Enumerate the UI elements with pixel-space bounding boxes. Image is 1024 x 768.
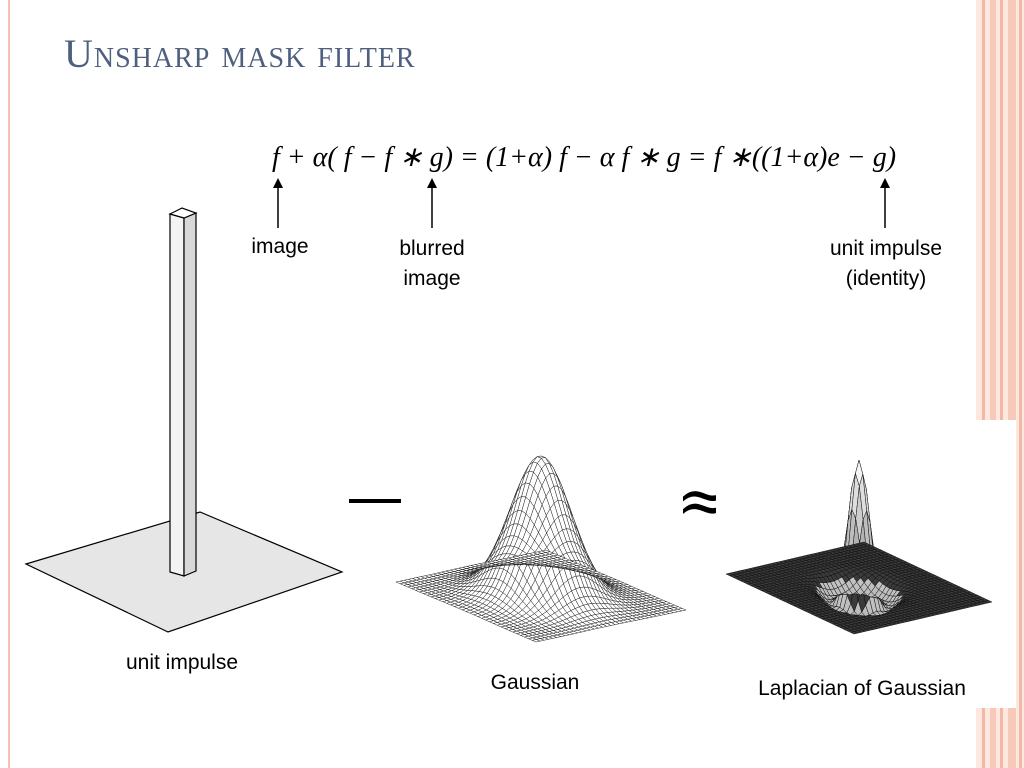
blurred-label-line1: blurred — [399, 237, 465, 260]
unit-impulse-graphic — [24, 207, 344, 633]
impulse-bar-top — [168, 207, 198, 219]
gaussian-surface — [395, 455, 687, 643]
image-label: image — [240, 232, 320, 262]
identity-label: unit impulse (identity) — [806, 234, 966, 294]
blurred-label-line2: image — [403, 267, 461, 290]
log-caption: Laplacian of Gaussian — [758, 677, 966, 700]
blurred-arrow — [427, 178, 437, 228]
gaussian-caption: Gaussian — [490, 671, 580, 694]
image-label-text: image — [251, 235, 309, 258]
left-border-rule — [8, 0, 10, 768]
surface-cell — [540, 549, 551, 553]
impulse-bar-left-face — [169, 213, 185, 577]
identity-label-line2: (identity) — [845, 267, 927, 290]
image-arrow — [273, 178, 283, 228]
blurred-image-label: blurred image — [382, 234, 482, 294]
identity-label-line1: unit impulse — [829, 237, 943, 260]
minus-operator — [349, 499, 401, 503]
impulse-caption: unit impulse — [125, 651, 239, 674]
impulse-bar-right-face — [183, 212, 197, 577]
laplacian-of-gaussian-surface — [725, 459, 993, 635]
slide-title: Unsharp mask filter — [64, 31, 416, 76]
unsharp-formula: f + α( f − f ∗ g) = (1+α) f − α f ∗ g = … — [272, 142, 897, 173]
surface-cell — [859, 541, 869, 545]
identity-arrow — [880, 178, 890, 228]
